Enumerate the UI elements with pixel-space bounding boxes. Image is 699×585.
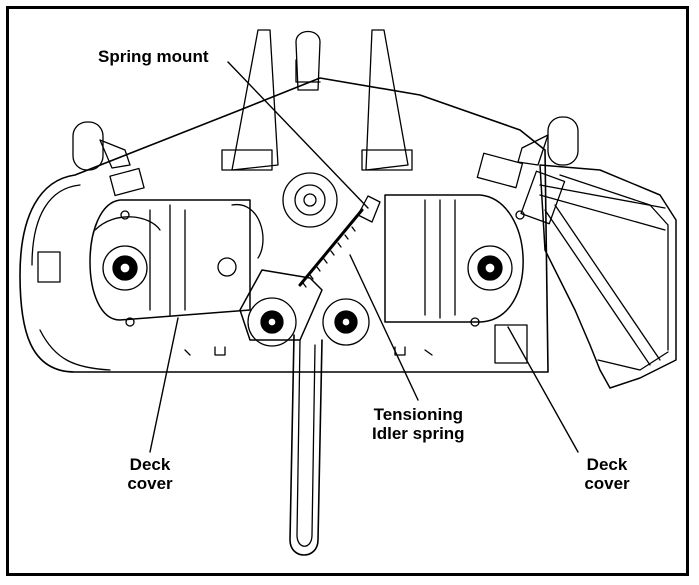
label-deck-right-line2: cover (584, 474, 630, 493)
leader-lines (149, 61, 579, 453)
gauge-wheel-left (72, 121, 131, 171)
label-deck-left-line1: Deck (129, 455, 171, 474)
label-tensioning-idler-spring: Tensioning Idler spring (372, 405, 465, 443)
left-deck-cover (37, 167, 251, 327)
drive-belt (289, 334, 323, 556)
rear-brackets (221, 29, 413, 171)
label-deck-cover-right: Deck cover (577, 455, 637, 493)
label-deck-cover-left: Deck cover (120, 455, 180, 493)
discharge-chute (520, 164, 677, 389)
label-deck-left-line2: cover (127, 474, 173, 493)
figure-frame (6, 6, 689, 576)
right-deck-cover (384, 152, 528, 364)
idler-assembly (239, 195, 381, 347)
label-tensioning-line2: Idler spring (372, 424, 465, 443)
label-spring-mount: Spring mount (98, 47, 209, 66)
label-tensioning-line1: Tensioning (373, 405, 463, 424)
center-pulley-bottom (322, 298, 370, 346)
label-deck-right-line1: Deck (586, 455, 628, 474)
center-pulley-top (282, 172, 338, 228)
gauge-wheel-right (517, 116, 579, 166)
deck-outline (19, 77, 549, 373)
